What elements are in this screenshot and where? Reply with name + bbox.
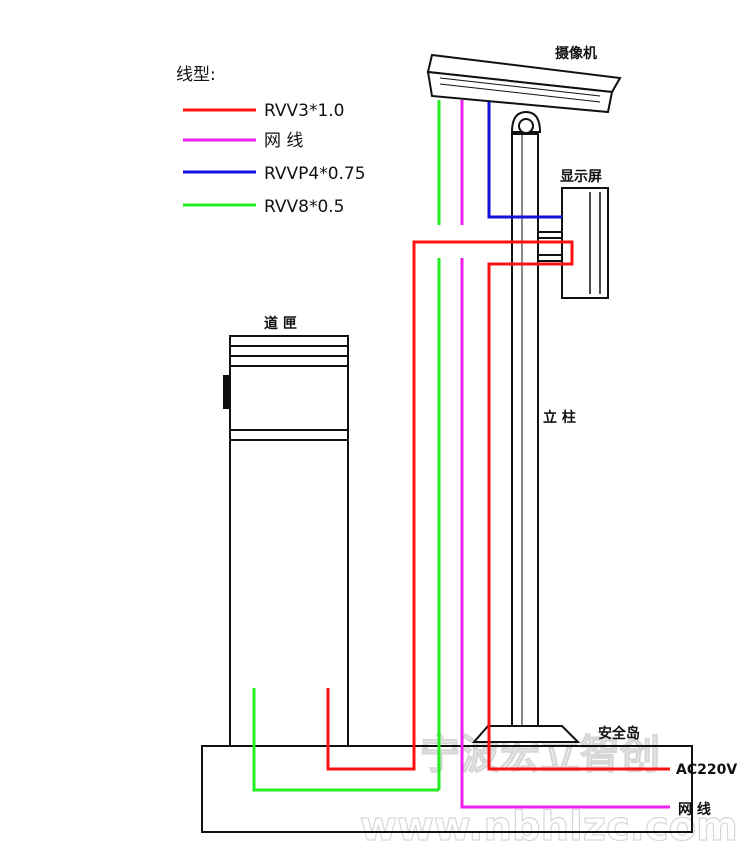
safety-island [201, 745, 693, 833]
ac-power-label: AC220V [676, 762, 737, 778]
network-label: 网 线 [678, 801, 711, 818]
camera [426, 53, 622, 134]
legend-title: 线型: [176, 65, 216, 85]
watermark-url: www.nbhlzc.com [360, 804, 738, 850]
wire-rvv8 [252, 100, 441, 792]
island-label: 安全岛 [598, 725, 640, 742]
display-screen [537, 187, 609, 299]
wire-rvv3 [326, 240, 670, 771]
pole-label: 立 柱 [543, 409, 576, 426]
legend-label-rvv8: RVV8*0.5 [264, 197, 345, 217]
camera-label: 摄像机 [555, 45, 597, 62]
wire-network [460, 100, 670, 809]
pole [511, 133, 539, 731]
barrier-gate [223, 335, 349, 747]
legend-label-rvvp4: RVVP4*0.75 [264, 164, 366, 184]
legend-label-network: 网 线 [264, 131, 303, 151]
legend-label-rvv3: RVV3*1.0 [264, 101, 345, 121]
wire-rvvp4 [487, 102, 562, 219]
display-label: 显示屏 [560, 169, 602, 185]
barrier-label: 道 匣 [264, 315, 297, 332]
pole-base [471, 725, 581, 743]
